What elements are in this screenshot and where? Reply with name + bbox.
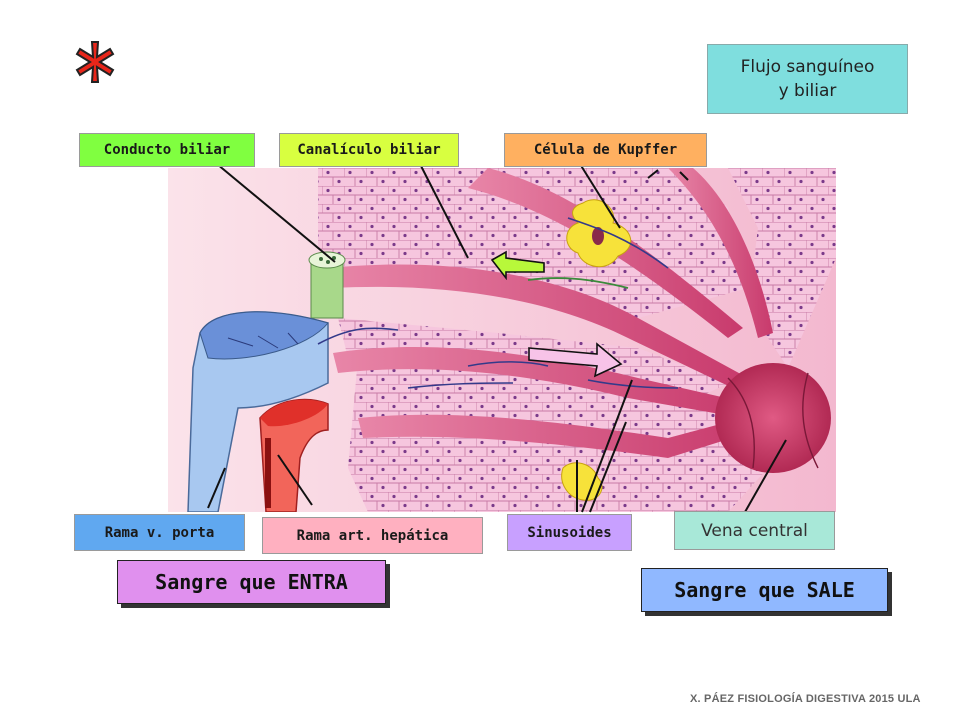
asterisk-icon <box>70 38 120 88</box>
sinusoides-label: Sinusoides <box>507 514 632 551</box>
vena-central-label: Vena central <box>674 511 835 550</box>
canaliculo-biliar-label: Canalículo biliar <box>279 133 459 167</box>
sangre-sale-box: Sangre que SALE <box>641 568 888 612</box>
conducto-biliar-label: Conducto biliar <box>79 133 255 167</box>
sangre-entra-box: Sangre que ENTRA <box>117 560 386 604</box>
rama-art-hepatica-label: Rama art. hepática <box>262 517 483 554</box>
blood-flow-arrow-icon <box>527 340 623 378</box>
liver-lobule-illustration <box>168 168 836 513</box>
title-box: Flujo sanguíneo y biliar <box>707 44 908 114</box>
footer-credit: X. PÁEZ FISIOLOGÍA DIGESTIVA 2015 ULA <box>690 693 921 705</box>
bile-flow-arrow-icon <box>490 250 546 281</box>
rama-v-porta-label: Rama v. porta <box>74 514 245 551</box>
title-line-1: Flujo sanguíneo <box>740 57 875 77</box>
celula-kupffer-label: Célula de Kupffer <box>504 133 707 167</box>
title-line-2: y biliar <box>778 81 837 101</box>
